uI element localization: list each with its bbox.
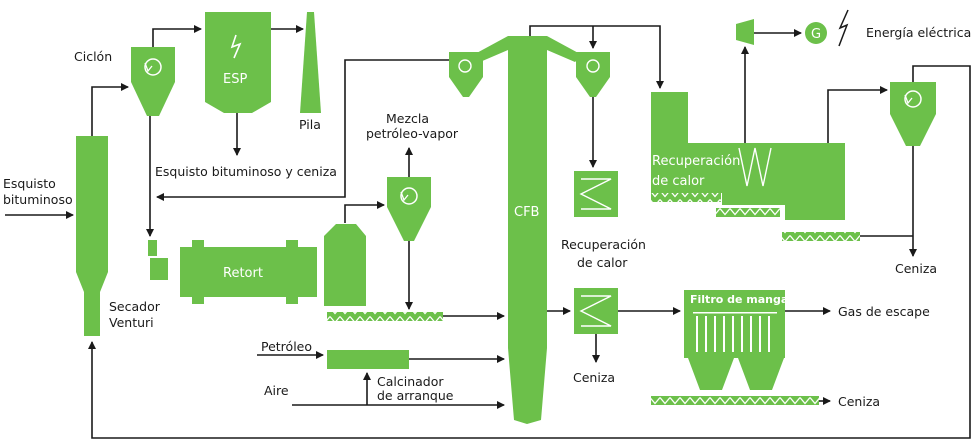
label-retort: Retort (223, 266, 263, 281)
label-heat-recovery-top-2: de calor (652, 174, 705, 189)
label-oil-vapor-2: petróleo-vapor (366, 126, 459, 141)
label-stack: Pila (299, 117, 321, 132)
label-heat-recovery-mid-2: de calor (577, 255, 628, 270)
label-generator: G (811, 27, 821, 42)
screw-conveyor-retort (327, 312, 443, 321)
label-cyclone: Ciclón (74, 49, 112, 64)
label-oil: Petróleo (261, 339, 312, 354)
label-ash-mid: Ceniza (573, 370, 615, 385)
cyclone-3 (449, 52, 483, 97)
venturi-dryer (76, 136, 108, 336)
cyclone-1 (131, 47, 175, 116)
screw-conveyor-hr-3 (782, 232, 860, 241)
screw-conveyor-hr-1 (651, 193, 721, 202)
cyclone-4 (576, 52, 610, 97)
label-ash-bottom: Ceniza (838, 394, 880, 409)
lightning-icon (838, 9, 849, 47)
label-exhaust: Gas de escape (838, 304, 930, 319)
label-heat-recovery-mid-1: Recuperación (561, 237, 646, 252)
stack (300, 12, 321, 113)
generator (805, 22, 827, 44)
heat-exchanger-2 (574, 288, 618, 334)
label-shale-ash: Esquisto bituminoso y ceniza (155, 164, 337, 179)
label-esp: ESP (223, 72, 247, 87)
label-air: Aire (264, 383, 289, 398)
heat-recovery-unit (651, 92, 845, 220)
label-oil-vapor-1: Mezcla (386, 111, 429, 126)
label-calciner-1: Calcinador (377, 374, 444, 389)
heat-exchanger-1 (574, 171, 618, 217)
retort (148, 224, 366, 306)
turbine (736, 19, 754, 45)
cyclone-2 (387, 177, 431, 241)
esp-unit (205, 12, 271, 113)
baghouse-filter (684, 290, 785, 390)
cfb-boiler (473, 36, 582, 424)
cyclone-5 (890, 82, 936, 146)
label-feed-1: Esquisto (3, 176, 56, 191)
screw-conveyor-baghouse (651, 396, 819, 405)
label-cfb: CFB (514, 205, 539, 220)
label-heat-recovery-top-1: Recuperación (652, 154, 740, 169)
label-ash-right: Ceniza (895, 261, 937, 276)
label-baghouse: Filtro de mangas (690, 293, 795, 306)
label-feed-2: bituminoso (3, 192, 73, 207)
screw-conveyor-hr-2 (716, 208, 780, 217)
label-dryer-2: Venturi (109, 315, 154, 330)
label-dryer-1: Secador (109, 299, 161, 314)
label-electricity: Energía eléctrica (866, 25, 971, 40)
flow-lines (5, 25, 971, 439)
label-calciner-2: de arranque (377, 388, 454, 403)
startup-calciner (327, 350, 409, 369)
